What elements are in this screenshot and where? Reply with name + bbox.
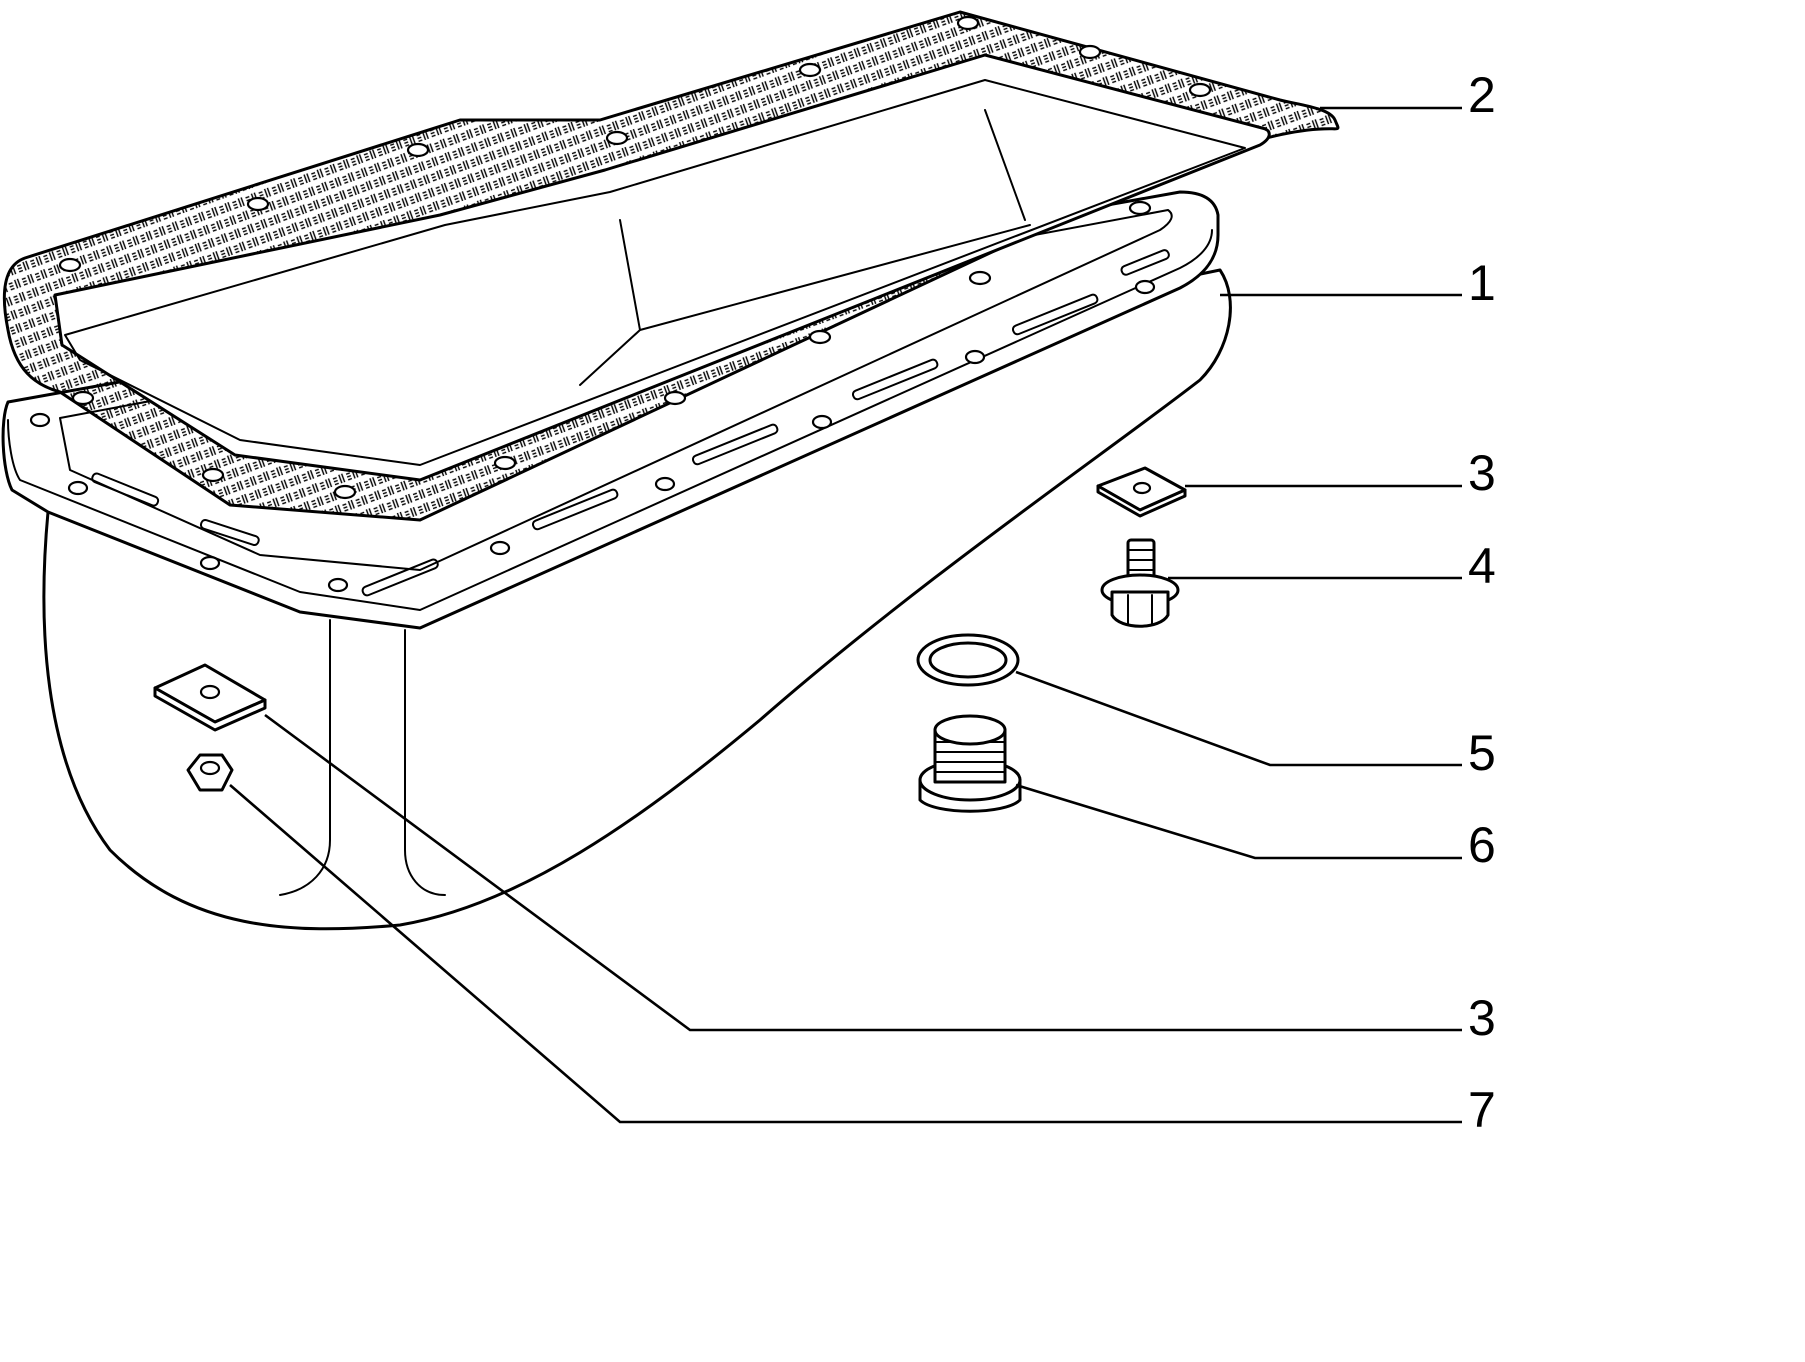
plate-upper [1096,466,1187,518]
callout-5: 5 [1468,725,1496,781]
callout-1: 1 [1468,255,1496,311]
drain-plug [918,714,1022,813]
callout-2: 2 [1468,67,1496,123]
hex-nut [186,753,234,792]
oil-pan-flange-holes [29,279,1156,593]
callout-3-upper: 3 [1468,445,1496,501]
leader-lines [229,106,1462,1124]
flange-bolt [1100,538,1180,628]
gasket-inner-opening [53,53,1271,482]
gasket-holes [58,15,1212,500]
plate-lower [153,663,267,732]
oil-pan-wall-line [404,629,446,896]
oil-pan-sump-body [42,268,1232,931]
leader-6 [1015,783,1462,860]
oil-pan-flange-slots [91,249,1170,597]
callouts: 2 1 3 4 5 6 3 7 [1468,67,1496,1138]
callout-6: 6 [1468,817,1496,873]
callout-3-lower: 3 [1468,990,1496,1046]
oil-pan-gasket [2,10,1340,522]
sealing-washer [916,633,1020,687]
leader-3-lower [264,713,1462,1032]
oil-pan-flange-edge [7,229,1213,611]
oil-pan-inner-rim [64,79,1246,466]
callout-7: 7 [1468,1082,1496,1138]
leader-5 [1015,670,1462,767]
oil-pan-inner-floor [579,109,1031,386]
callout-4: 4 [1468,538,1496,594]
oil-pan-wall-line [279,619,331,896]
oil-pan-flange-inner [59,209,1173,571]
leader-7 [229,784,1462,1124]
